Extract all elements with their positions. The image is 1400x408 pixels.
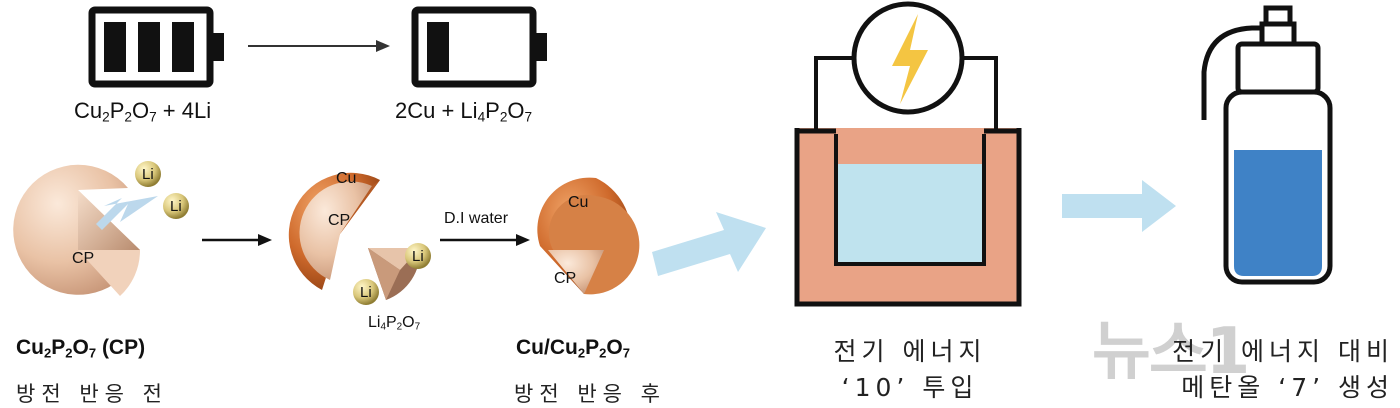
- product-formula: 2Cu + Li4P2O7: [395, 98, 533, 125]
- li-label: Li: [170, 198, 182, 215]
- cp-particle-before: [13, 164, 141, 296]
- methanol-output-line1: 전기 에너지 대비: [1172, 337, 1394, 366]
- process-arrow-1: [202, 234, 272, 246]
- flow-arrow-to-cell: [652, 212, 766, 276]
- cu-cp-particle-after: [537, 177, 640, 295]
- li-label: Li: [142, 166, 154, 183]
- after-formula: Cu/Cu2P2O7: [516, 336, 630, 361]
- cu-label: Cu: [568, 194, 589, 211]
- li-ion-icon-fragment: [353, 243, 431, 305]
- flow-arrow-to-bottle: [1062, 180, 1176, 232]
- cp-label: CP: [328, 212, 351, 229]
- methanol-bottle-icon: [1201, 5, 1333, 285]
- methanol-output-line2: 메탄올 ‘7’ 생성: [1181, 373, 1394, 402]
- low-battery-icon: [411, 6, 547, 88]
- cp-label: CP: [72, 250, 95, 267]
- before-caption: 방전 반응 전: [16, 382, 168, 406]
- li-label: Li: [360, 284, 372, 301]
- cp-label: CP: [554, 270, 577, 287]
- cu-label: Cu: [336, 170, 357, 187]
- li-ion-icon: [135, 161, 189, 219]
- electrochemical-cell: [794, 1, 1022, 307]
- after-caption: 방전 반응 후: [514, 382, 666, 406]
- reactant-formula: Cu2P2O7 + 4Li: [74, 98, 212, 125]
- reaction-arrow: [248, 40, 390, 52]
- full-battery-icon: [88, 6, 224, 88]
- before-formula: Cu2P2O7 (CP): [16, 336, 146, 361]
- li-label: Li: [412, 248, 424, 265]
- lightning-bolt-icon: [892, 14, 928, 104]
- cu-cp-particle-discharged: [288, 172, 380, 290]
- li4p2o7-label: Li4P2O7: [368, 314, 421, 333]
- li-insert-arrow: [96, 196, 158, 230]
- energy-input-line2: ‘10’ 투입: [841, 373, 979, 402]
- di-water-arrow: [440, 234, 530, 246]
- di-water-label: D.I water: [444, 210, 509, 227]
- news1-watermark: 뉴스1: [1092, 315, 1250, 389]
- energy-input-line1: 전기 에너지: [833, 337, 987, 366]
